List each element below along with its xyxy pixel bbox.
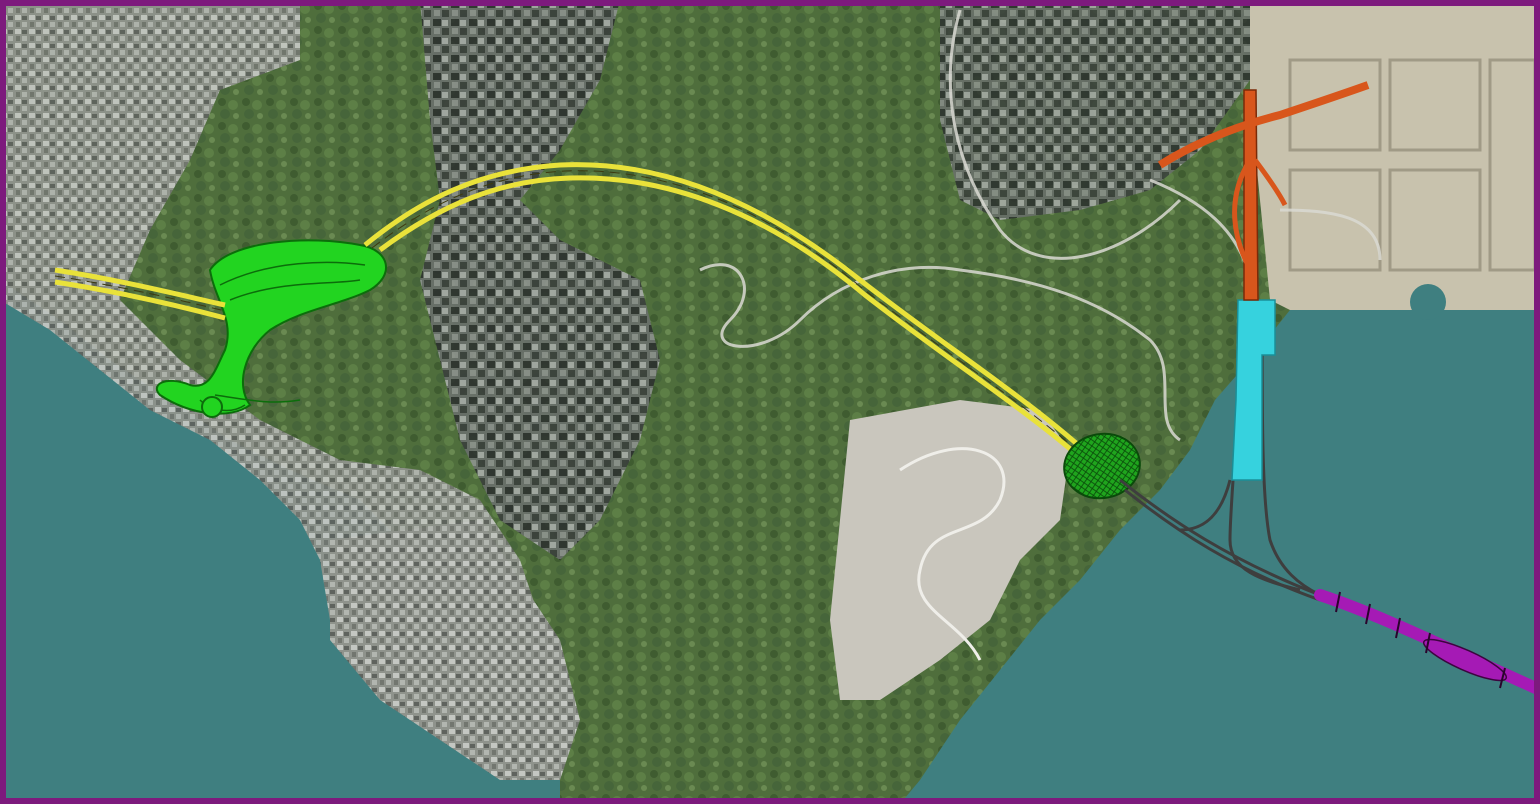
west-interchange-ramps xyxy=(199,261,366,412)
orange-ramp xyxy=(1232,158,1288,267)
orange-main-spine xyxy=(1243,89,1259,301)
purple-link-ticks xyxy=(1335,591,1506,689)
purple-road-link[interactable] xyxy=(1314,589,1540,696)
west-roundabout[interactable] xyxy=(201,396,223,418)
tunnel-bore-south xyxy=(54,175,1102,477)
urban-area-north xyxy=(940,0,1260,220)
urban-area-central xyxy=(420,0,660,560)
west-interchange[interactable] xyxy=(155,239,387,418)
tunnel-centreline xyxy=(54,170,1098,469)
cyan-road-segment[interactable] xyxy=(1231,299,1276,481)
west-interchange-body xyxy=(155,239,387,415)
quarry-haul-road xyxy=(899,447,1006,661)
urban-area-waterfront xyxy=(330,520,580,780)
existing-roads xyxy=(699,9,1382,442)
tunnel-bore-north xyxy=(54,162,1097,462)
reclamation-round-basin xyxy=(1410,284,1446,320)
purple-link-portal xyxy=(1422,638,1508,682)
reclamation-area xyxy=(1250,0,1540,310)
quarry-site xyxy=(830,400,1070,700)
orange-cross-link xyxy=(1157,81,1370,169)
tunnel-alignment[interactable] xyxy=(54,162,1102,477)
orange-road-link[interactable] xyxy=(1157,81,1370,301)
